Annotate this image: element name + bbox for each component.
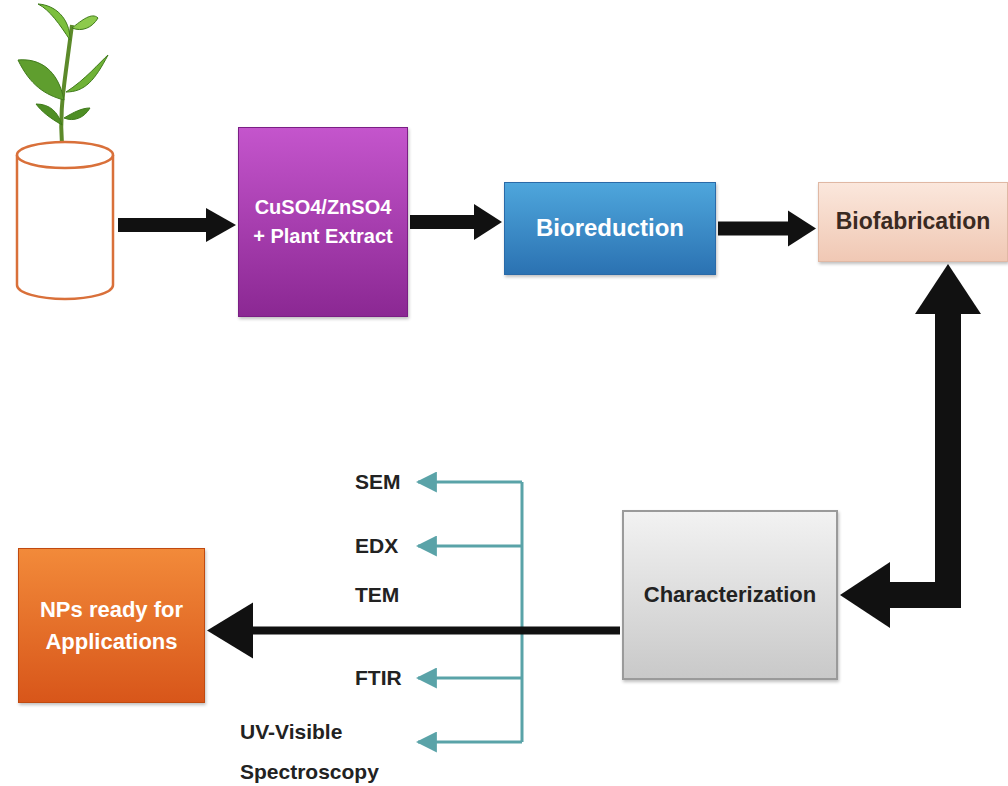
process-box: Biofabrication [818, 182, 1008, 262]
technique-label: UV-Visible Spectroscopy [240, 712, 410, 786]
node-text: CuSO4/ZnSO4 + Plant Extract [253, 193, 393, 251]
arrow-shaft [718, 222, 790, 236]
flow-arrow [718, 211, 816, 247]
technique-label: SEM [352, 466, 404, 499]
arrow-head [474, 204, 502, 240]
input-arrow [118, 208, 236, 242]
pot-illustration [17, 142, 113, 299]
output-box: NPs ready for Applications [18, 548, 205, 703]
arrow-shaft [410, 215, 476, 229]
node-text: Bioreduction [536, 211, 684, 246]
arrow-head [788, 211, 816, 247]
mixture-box: CuSO4/ZnSO4 + Plant Extract [238, 127, 408, 317]
flow-arrow [207, 603, 620, 659]
plant-illustration [18, 4, 108, 145]
technique-label: EDX [352, 530, 401, 563]
node-text: NPs ready for Applications [24, 594, 199, 658]
technique-label: TEM [352, 579, 402, 612]
arrow-head [840, 562, 890, 628]
arrow-shaft [888, 312, 948, 595]
arrow-head [915, 264, 981, 314]
node-text: Characterization [644, 579, 816, 611]
technique-bracket [418, 482, 522, 742]
arrow-head [207, 603, 253, 659]
process-box: Bioreduction [504, 182, 716, 275]
technique-label: FTIR [352, 662, 405, 695]
arrow-shaft [251, 627, 620, 635]
flow-arrow [840, 264, 981, 628]
process-box: Characterization [622, 510, 838, 680]
flow-arrow [410, 204, 502, 240]
node-text: Biofabrication [836, 205, 991, 238]
